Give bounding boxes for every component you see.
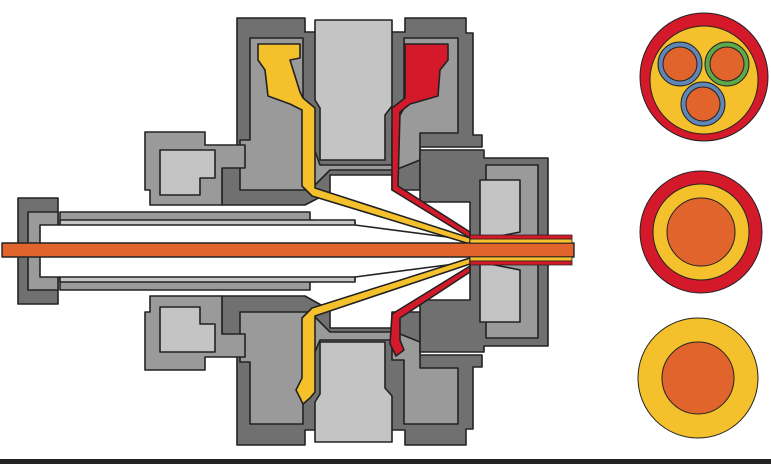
cable-section-single-layer [637, 317, 759, 439]
base-line [0, 459, 771, 464]
red-melt-channel [389, 43, 471, 357]
extruded-coating-red [469, 234, 573, 266]
cable-section-three-core [639, 12, 769, 142]
cable-section-two-layer [639, 170, 763, 294]
conductor-wire [1, 242, 575, 258]
